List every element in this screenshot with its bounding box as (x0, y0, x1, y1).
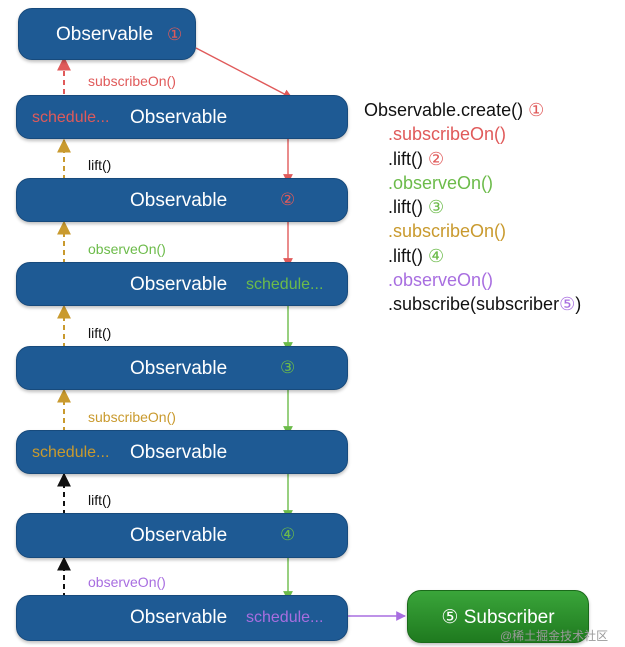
code-marker: ② (428, 148, 445, 169)
watermark: @稀土掘金技术社区 (500, 629, 609, 643)
label-observeon-1: observeOn() (88, 241, 166, 257)
observable-node-7: Observable ④ (16, 513, 348, 558)
code-line-9: .subscribe(subscriber⑤) (364, 292, 581, 316)
label-lift-1: lift() (88, 157, 112, 173)
node-title: Observable (130, 358, 228, 379)
code-text: .subscribe(subscriber (388, 294, 560, 315)
code-text: .subscribeOn() (388, 221, 507, 242)
observable-node-8: Observable schedule... (16, 595, 348, 641)
subscriber-node: ⑤ Subscriber (407, 590, 589, 643)
code-text: ) (575, 294, 582, 315)
label-observeon-2: observeOn() (88, 574, 166, 590)
label-lift-3: lift() (88, 492, 112, 508)
observable-node-2: schedule... Observable (16, 95, 348, 139)
code-text: .subscribeOn() (388, 124, 507, 145)
node-title: Observable (130, 274, 228, 295)
code-line-5: .lift() ③ (364, 195, 581, 219)
observable-node-6: schedule... Observable (16, 430, 348, 474)
node-scheduler: schedule... (32, 444, 110, 461)
code-listing: Observable.create() ① .subscribeOn() .li… (364, 98, 581, 317)
code-text: .observeOn() (388, 172, 494, 193)
node-marker: ④ (280, 525, 296, 544)
observable-node-5: Observable ③ (16, 346, 348, 390)
observable-node-3: Observable ② (16, 178, 348, 222)
code-line-6: .subscribeOn() (364, 219, 581, 243)
observable-node-1: Observable ① (18, 8, 196, 60)
code-line-7: .lift() ④ (364, 244, 581, 268)
node-title: Observable (130, 442, 228, 463)
label-lift-2: lift() (88, 325, 112, 341)
code-text: .lift() (388, 245, 423, 266)
code-marker: ③ (428, 197, 445, 218)
node-marker: ③ (280, 358, 296, 377)
code-line-8: .observeOn() (364, 268, 581, 292)
code-marker: ⑤ (559, 294, 576, 315)
node-title: Observable (130, 525, 228, 546)
code-text: .lift() (388, 148, 423, 169)
node-scheduler: schedule... (246, 276, 324, 293)
observable-node-4: Observable schedule... (16, 262, 348, 306)
code-line-1: Observable.create() ① (364, 98, 581, 122)
node-scheduler: schedule... (32, 109, 110, 126)
code-marker: ① (528, 100, 545, 120)
node-title: Observable (130, 107, 228, 128)
label-subscribeon-1: subscribeOn() (88, 73, 176, 89)
node-title: Observable (130, 190, 228, 211)
code-marker: ④ (428, 245, 445, 266)
node-title: Observable (56, 24, 154, 45)
code-text: .lift() (388, 197, 423, 218)
node-scheduler: schedule... (246, 609, 324, 626)
arrow-down-1 (195, 47, 293, 99)
node-marker: ② (280, 190, 296, 209)
code-line-4: .observeOn() (364, 171, 581, 195)
code-line-2: .subscribeOn() (364, 122, 581, 146)
code-line-3: .lift() ② (364, 147, 581, 171)
code-text: .observeOn() (388, 270, 494, 291)
node-title: Observable (130, 607, 228, 628)
code-text: Observable.create() (364, 100, 524, 120)
label-subscribeon-2: subscribeOn() (88, 409, 176, 425)
node-marker: ① (167, 25, 183, 44)
